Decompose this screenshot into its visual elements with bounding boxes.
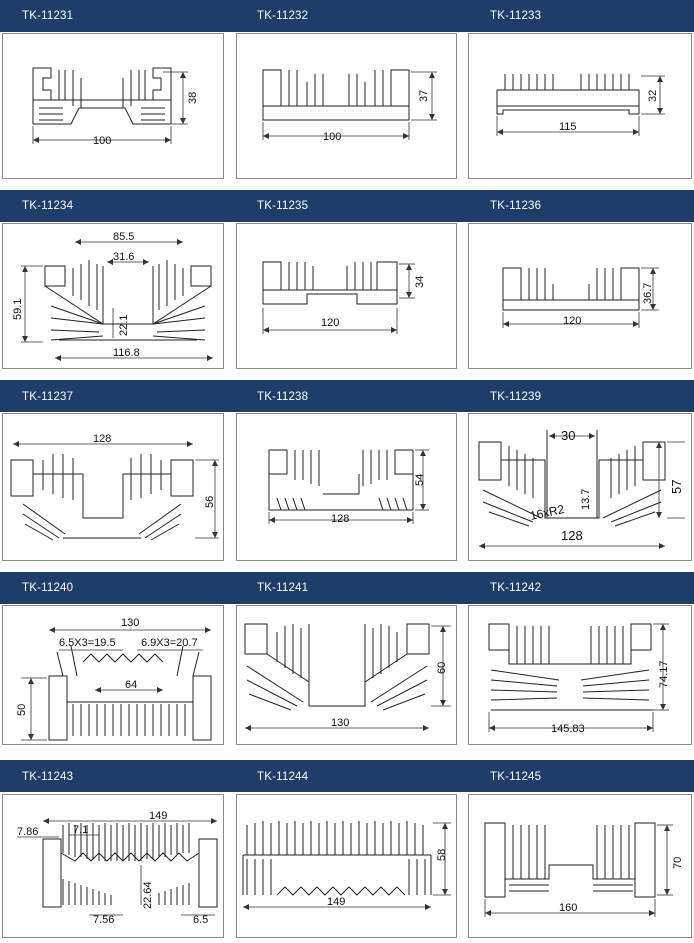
- product-code: TK-11235: [257, 200, 309, 212]
- product-code: TK-11234: [22, 200, 74, 212]
- heatsink-profile-drawing: 160 70: [484, 822, 684, 917]
- product-code: TK-11239: [490, 391, 542, 403]
- heatsink-profile-drawing: 100 38: [32, 67, 199, 147]
- heatsink-profile-drawing: 85.5 31.6 22.1 116.8 59.1: [12, 231, 213, 361]
- width-dimension: 128: [93, 433, 111, 445]
- heatsink-profile-drawing: 145.83 74.17: [488, 623, 670, 735]
- heatsink-profile-drawing: 120 34: [262, 261, 426, 334]
- dimension-label: 85.5: [113, 231, 134, 243]
- drawing-panel-tk-11231: 100 38: [2, 33, 224, 179]
- height-dimension: 74.17: [658, 660, 670, 688]
- height-dimension: 57: [669, 480, 684, 494]
- width-dimension: 120: [321, 317, 339, 329]
- width-dimension: 130: [331, 717, 349, 729]
- heatsink-profile-drawing: 130 60: [244, 623, 451, 731]
- header-band-row-5: [0, 760, 694, 792]
- dimension-label: 22.64: [142, 881, 154, 909]
- product-code: TK-11232: [257, 10, 309, 22]
- dimension-label: 6.9X3=20.7: [141, 637, 198, 649]
- dimension-label: 7.56: [93, 914, 114, 926]
- dimension-label: 13.7: [580, 489, 592, 510]
- drawing-panel-tk-11243: 149 7.86 7.1 22.64 7.56 6.5: [2, 794, 224, 938]
- height-dimension: 38: [187, 92, 199, 104]
- heatsink-profile-drawing: 149 58: [242, 821, 451, 910]
- header-band-row-3: [0, 380, 694, 412]
- height-dimension: 50: [16, 704, 28, 716]
- drawing-panel-tk-11236: 120 36.7: [468, 223, 692, 369]
- drawing-panel-tk-11241: 130 60: [236, 605, 457, 745]
- product-code: TK-11231: [22, 10, 74, 22]
- dimension-label: 31.6: [113, 251, 134, 263]
- dimension-label: 7.1: [73, 824, 88, 836]
- dimension-label: 6.5: [193, 914, 208, 926]
- width-dimension: 116.8: [113, 347, 140, 359]
- heatsink-profile-drawing: 128 54: [268, 449, 429, 525]
- heatsink-profile-drawing: 100 37: [262, 69, 437, 143]
- product-code: TK-11242: [490, 582, 542, 594]
- drawing-panel-tk-11244: 149 58: [236, 794, 457, 938]
- height-dimension: 36.7: [642, 283, 654, 304]
- product-code: TK-11241: [257, 582, 309, 594]
- height-dimension: 54: [414, 474, 426, 486]
- width-dimension: 130: [121, 617, 139, 629]
- width-dimension: 160: [559, 902, 577, 914]
- drawing-panel-tk-11237: 128 56: [2, 413, 224, 561]
- drawing-panel-tk-11233: 115 32: [468, 33, 692, 179]
- product-code: TK-11244: [257, 771, 309, 783]
- header-band-row-4: [0, 572, 694, 604]
- drawing-panel-tk-11234: 85.5 31.6 22.1 116.8 59.1: [2, 223, 224, 369]
- width-dimension: 120: [563, 315, 581, 327]
- heatsink-profile-drawing: 115 32: [496, 74, 665, 136]
- drawing-panel-tk-11238: 128 54: [236, 413, 457, 561]
- dimension-label: 6.5X3=19.5: [59, 637, 116, 649]
- heatsink-profile-drawing: 128 56: [10, 433, 219, 541]
- width-dimension: 145.83: [551, 723, 585, 735]
- dimension-label: 30: [561, 428, 575, 443]
- dimension-label: 16xR2: [529, 502, 566, 523]
- header-band-row-1: [0, 0, 694, 32]
- width-dimension: 100: [323, 131, 341, 143]
- product-code: TK-11237: [22, 391, 74, 403]
- header-band-row-2: [0, 190, 694, 222]
- product-code: TK-11236: [490, 200, 542, 212]
- drawing-panel-tk-11232: 100 37: [236, 33, 457, 179]
- width-dimension: 149: [327, 896, 345, 908]
- heatsink-profile-drawing: 120 36.7: [502, 267, 659, 328]
- heatsink-profile-drawing: 149 7.86 7.1 22.64 7.56 6.5: [17, 810, 218, 926]
- product-code: TK-11238: [257, 391, 309, 403]
- dimension-label: 7.86: [17, 826, 38, 838]
- dimension-label: 64: [125, 679, 137, 691]
- height-dimension: 56: [204, 496, 216, 508]
- width-dimension: 115: [559, 121, 577, 133]
- heatsink-profile-drawing: 130 6.5X3=19.5 6.9X3=20.7 64 50: [16, 617, 212, 741]
- product-code: TK-11240: [22, 582, 74, 594]
- width-dimension: 128: [561, 528, 583, 543]
- drawing-panel-tk-11242: 145.83 74.17: [468, 605, 692, 745]
- width-dimension: 149: [149, 810, 167, 822]
- height-dimension: 34: [414, 276, 426, 288]
- product-code: TK-11233: [490, 10, 542, 22]
- drawing-panel-tk-11239: 30 13.7 16xR2 128 57: [468, 413, 692, 561]
- height-dimension: 58: [436, 849, 448, 861]
- height-dimension: 32: [647, 90, 659, 102]
- width-dimension: 100: [93, 135, 111, 147]
- height-dimension: 70: [672, 857, 684, 869]
- height-dimension: 60: [436, 662, 448, 674]
- dimension-label: 22.1: [118, 315, 130, 336]
- width-dimension: 128: [331, 513, 349, 525]
- heatsink-profile-drawing: 30 13.7 16xR2 128 57: [478, 428, 685, 549]
- product-code: TK-11245: [490, 771, 542, 783]
- drawing-panel-tk-11245: 160 70: [468, 794, 692, 938]
- product-code: TK-11243: [22, 771, 74, 783]
- height-dimension: 59.1: [12, 299, 24, 320]
- drawing-panel-tk-11240: 130 6.5X3=19.5 6.9X3=20.7 64 50: [2, 605, 224, 745]
- height-dimension: 37: [418, 90, 430, 102]
- drawing-panel-tk-11235: 120 34: [236, 223, 457, 369]
